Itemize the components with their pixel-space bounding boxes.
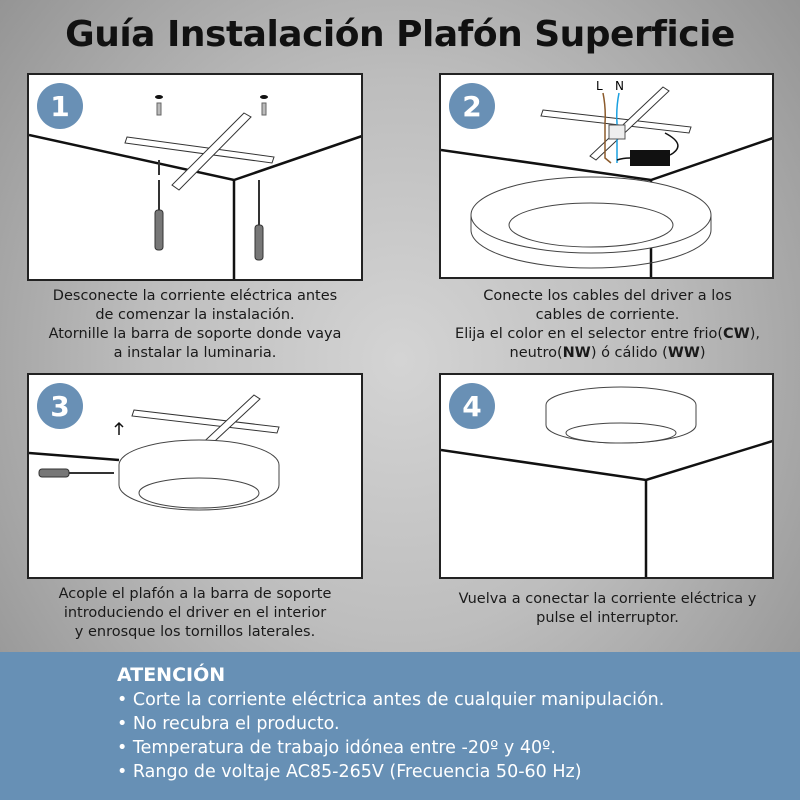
- step-4-illustration: 4: [439, 373, 774, 579]
- caption-line: neutro(NW) ó cálido (WW): [420, 344, 795, 363]
- step-2-illustration: 2 L N: [439, 73, 774, 279]
- caption-line: Elija el color en el selector entre frio…: [420, 325, 795, 344]
- step-3-caption: Acople el plafón a la barra de soporte i…: [20, 585, 370, 642]
- caption-line: introduciendo el driver en el interior: [63, 605, 327, 621]
- step-1-badge: 1: [37, 83, 83, 129]
- caption-line: cables de corriente.: [535, 307, 680, 323]
- step-3-illustration: 3: [27, 373, 363, 579]
- step-4-badge: 4: [449, 383, 495, 429]
- caption-line: Desconecte la corriente eléctrica antes: [52, 288, 338, 304]
- step-1-illustration: 1: [27, 73, 363, 281]
- wiring-drawing: L N: [441, 79, 772, 277]
- caption-line: Atornille la barra de soporte donde vaya: [48, 326, 342, 342]
- step-2-caption: Conecte los cables del driver a los cabl…: [420, 287, 795, 363]
- caption-text: ): [699, 345, 706, 361]
- caption-text: neutro(: [509, 345, 563, 361]
- caption-line: a instalar la luminaria.: [113, 345, 277, 361]
- installed-light-drawing: [441, 386, 772, 577]
- cw-label: CW: [723, 326, 750, 342]
- wire-label-L: L: [596, 79, 603, 93]
- attention-item: • Temperatura de trabajo idónea entre -2…: [117, 738, 556, 758]
- step-2-badge: 2: [449, 83, 495, 129]
- caption-text: Elija el color en el selector entre frio…: [455, 326, 724, 342]
- page-title: Guía Instalación Plafón Superficie: [65, 14, 735, 55]
- attention-item: • Rango de voltaje AC85-265V (Frecuencia…: [117, 762, 582, 782]
- caption-line: Conecte los cables del driver a los: [483, 288, 732, 304]
- ww-label: WW: [667, 345, 700, 361]
- caption-line: Acople el plafón a la barra de soporte: [58, 586, 332, 602]
- caption-line: pulse el interruptor.: [536, 610, 679, 626]
- ceiling-bracket-drawing: [29, 95, 361, 279]
- caption-line: y enrosque los tornillos laterales.: [74, 624, 316, 640]
- caption-text: ),: [749, 326, 760, 342]
- step-1-caption: Desconecte la corriente eléctrica antes …: [20, 287, 370, 363]
- attention-heading: ATENCIÓN: [117, 664, 226, 686]
- caption-text: ) ó cálido (: [590, 345, 668, 361]
- attention-item: • Corte la corriente eléctrica antes de …: [117, 690, 665, 710]
- caption-line: de comenzar la instalación.: [95, 307, 295, 323]
- attention-item: • No recubra el producto.: [117, 714, 340, 734]
- wire-label-N: N: [615, 79, 624, 93]
- caption-line: Vuelva a conectar la corriente eléctrica…: [458, 591, 757, 607]
- step-3-badge: 3: [37, 383, 83, 429]
- mounting-drawing: [29, 394, 280, 511]
- step-4-caption: Vuelva a conectar la corriente eléctrica…: [425, 590, 790, 628]
- nw-label: NW: [562, 345, 591, 361]
- attention-box: ATENCIÓN • Corte la corriente eléctrica …: [0, 652, 800, 800]
